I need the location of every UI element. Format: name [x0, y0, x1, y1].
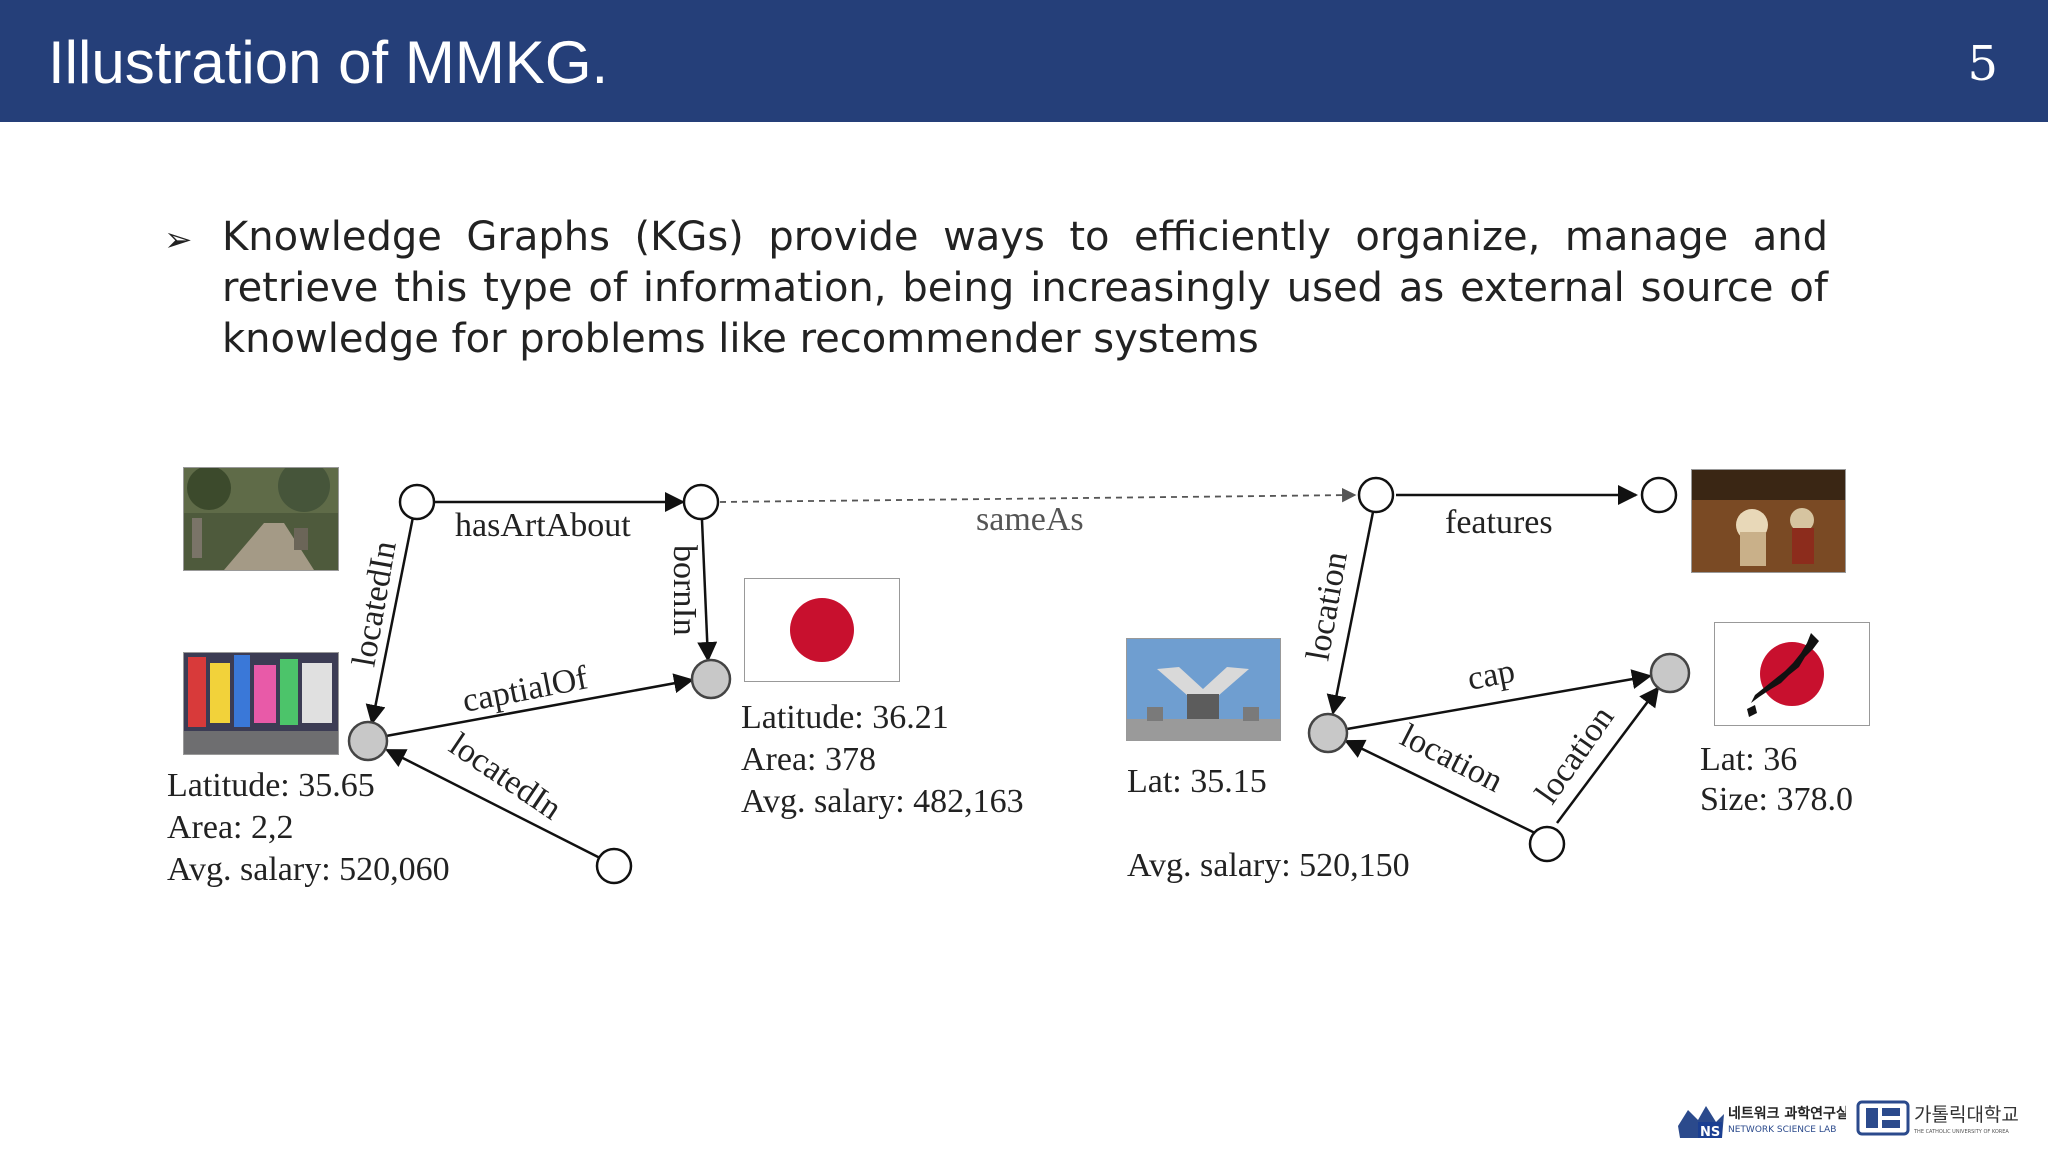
tokyo-latitude: Latitude: 35.65	[167, 767, 375, 804]
label-born-in: bornIn	[666, 545, 703, 636]
garden-path-photo	[183, 467, 339, 571]
node-right-top-left	[1357, 476, 1395, 514]
network-science-lab-logo: NS 네트워크 과학연구실 NETWORK SCIENCE LAB	[1676, 1096, 1849, 1140]
japan-map-flag-image	[1714, 622, 1870, 726]
label-location-mid: location	[1394, 717, 1508, 800]
node-top-left	[398, 483, 436, 521]
node-right-top-right	[1640, 476, 1678, 514]
edge-born-in	[697, 519, 718, 662]
edge-location-mid	[1344, 739, 1536, 835]
node-bottom-left	[595, 847, 633, 885]
label-features: features	[1445, 504, 1553, 541]
page-number: 5	[1967, 36, 1998, 92]
label-has-art-about: hasArtAbout	[455, 507, 631, 544]
city-street-photo	[183, 652, 339, 755]
japan-latitude: Latitude: 36.21	[741, 699, 949, 736]
label-cap: cap	[1464, 653, 1517, 698]
node-right-bottom	[1528, 825, 1566, 863]
bullet-text: Knowledge Graphs (KGs) provide ways to e…	[222, 214, 1828, 362]
title-bar: Illustration of MMKG. 5	[0, 0, 2048, 122]
edge-cap	[1346, 669, 1652, 731]
university-kr-text: 가톨릭대학교	[1914, 1104, 2019, 1126]
tokyo-salary: Avg. salary: 520,060	[167, 851, 450, 888]
art-painting-image	[1691, 469, 1846, 573]
nslab-badge-text: NS	[1700, 1125, 1720, 1140]
node-right-japan	[1649, 652, 1691, 694]
japan-area: Area: 378	[741, 741, 876, 778]
edge-location-top	[1326, 511, 1375, 715]
edge-same-as	[719, 487, 1357, 503]
japan-salary: Avg. salary: 482,163	[741, 783, 1024, 820]
university-en-text: THE CATHOLIC UNIVERSITY OF KOREA	[1913, 1129, 2009, 1135]
nslab-kr-text: 네트워크 과학연구실	[1728, 1106, 1846, 1122]
node-japan	[690, 658, 732, 700]
edge-capital-of	[385, 673, 694, 738]
edge-located-in-bottom	[385, 748, 601, 860]
label-same-as: sameAs	[976, 501, 1084, 538]
nslab-en-text: NETWORK SCIENCE LAB	[1728, 1125, 1836, 1135]
node-right-tokyo	[1307, 712, 1349, 754]
catholic-university-logo: 가톨릭대학교 THE CATHOLIC UNIVERSITY OF KOREA	[1856, 1096, 2036, 1140]
right-tokyo-lat: Lat: 35.15	[1127, 763, 1267, 800]
label-located-in-bottom: locatedIn	[443, 726, 569, 827]
bullet-arrow-icon: ➢	[164, 220, 193, 260]
slide-title: Illustration of MMKG.	[48, 29, 609, 96]
edge-location-right	[1555, 686, 1660, 824]
right-tokyo-salary: Avg. salary: 520,150	[1127, 847, 1410, 884]
right-japan-size: Size: 378.0	[1700, 781, 1853, 818]
japan-flag-image	[744, 578, 900, 682]
right-japan-lat: Lat: 36	[1700, 741, 1797, 778]
node-tokyo	[347, 720, 389, 762]
edge-located-in-top	[365, 516, 415, 725]
tokyo-area: Area: 2,2	[167, 809, 294, 846]
node-top-mid	[682, 483, 720, 521]
building-photo	[1126, 638, 1281, 741]
